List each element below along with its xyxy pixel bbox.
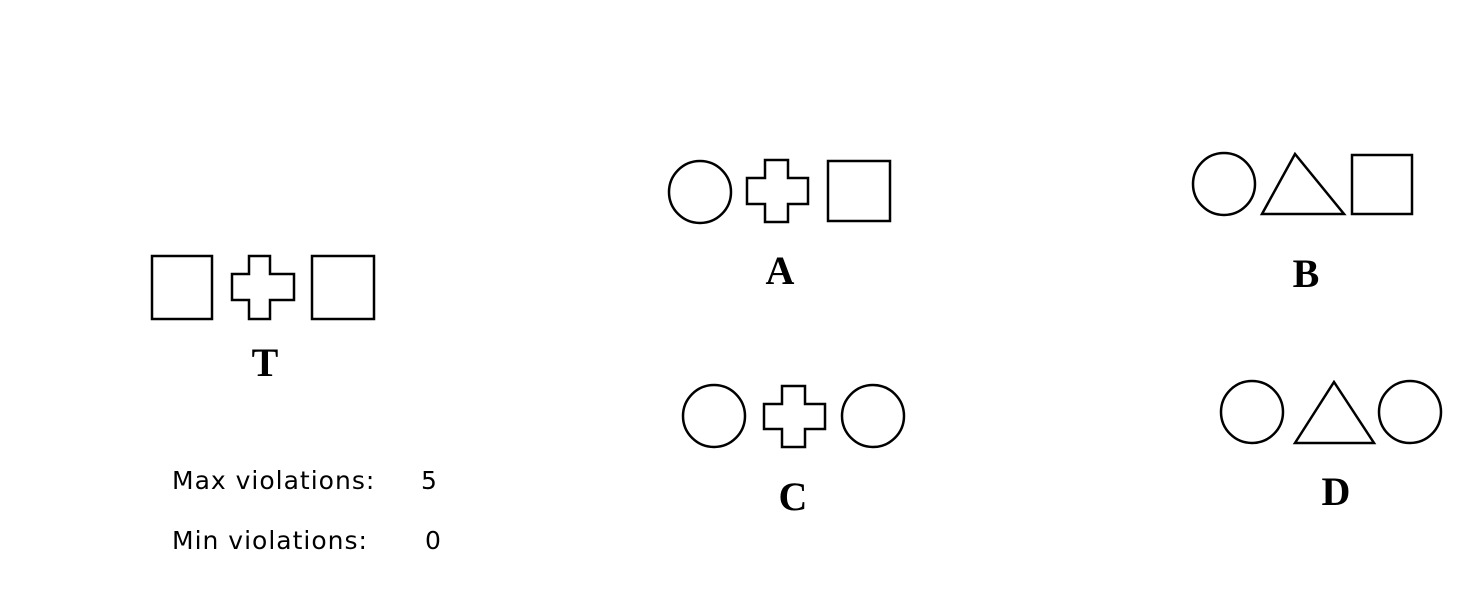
square-icon (1350, 153, 1414, 216)
circle-icon (840, 383, 906, 449)
figure-label-a: A (766, 248, 795, 293)
figure-label-c: C (779, 474, 808, 519)
figure-d: D (1219, 379, 1443, 514)
cross-icon (230, 254, 296, 321)
figure-label-t: T (252, 340, 279, 385)
circle-icon (1191, 151, 1257, 217)
circle-icon (681, 383, 747, 449)
figure-t: T (150, 254, 376, 385)
cross-icon (745, 158, 810, 224)
max-violations-value: 5 (421, 466, 438, 495)
figure-a: A (667, 158, 892, 293)
triangle-icon (1259, 151, 1347, 216)
min-violations-label: Min violations: (172, 526, 368, 555)
square-icon (310, 254, 376, 321)
figure-label-b: B (1293, 251, 1320, 296)
square-icon (150, 254, 214, 321)
square-icon (826, 159, 892, 223)
cross-icon (762, 384, 827, 449)
triangle-icon (1292, 379, 1377, 445)
circle-icon (1219, 379, 1285, 445)
figure-label-d: D (1322, 469, 1351, 514)
max-violations-label: Max violations: (172, 466, 375, 495)
violation-stats: Max violations: 5 Min violations: 0 (172, 466, 442, 555)
figure-c: C (681, 383, 906, 519)
min-violations-value: 0 (425, 526, 442, 555)
circle-icon (667, 159, 733, 225)
figure-b: B (1191, 151, 1414, 296)
circle-icon (1377, 379, 1443, 445)
